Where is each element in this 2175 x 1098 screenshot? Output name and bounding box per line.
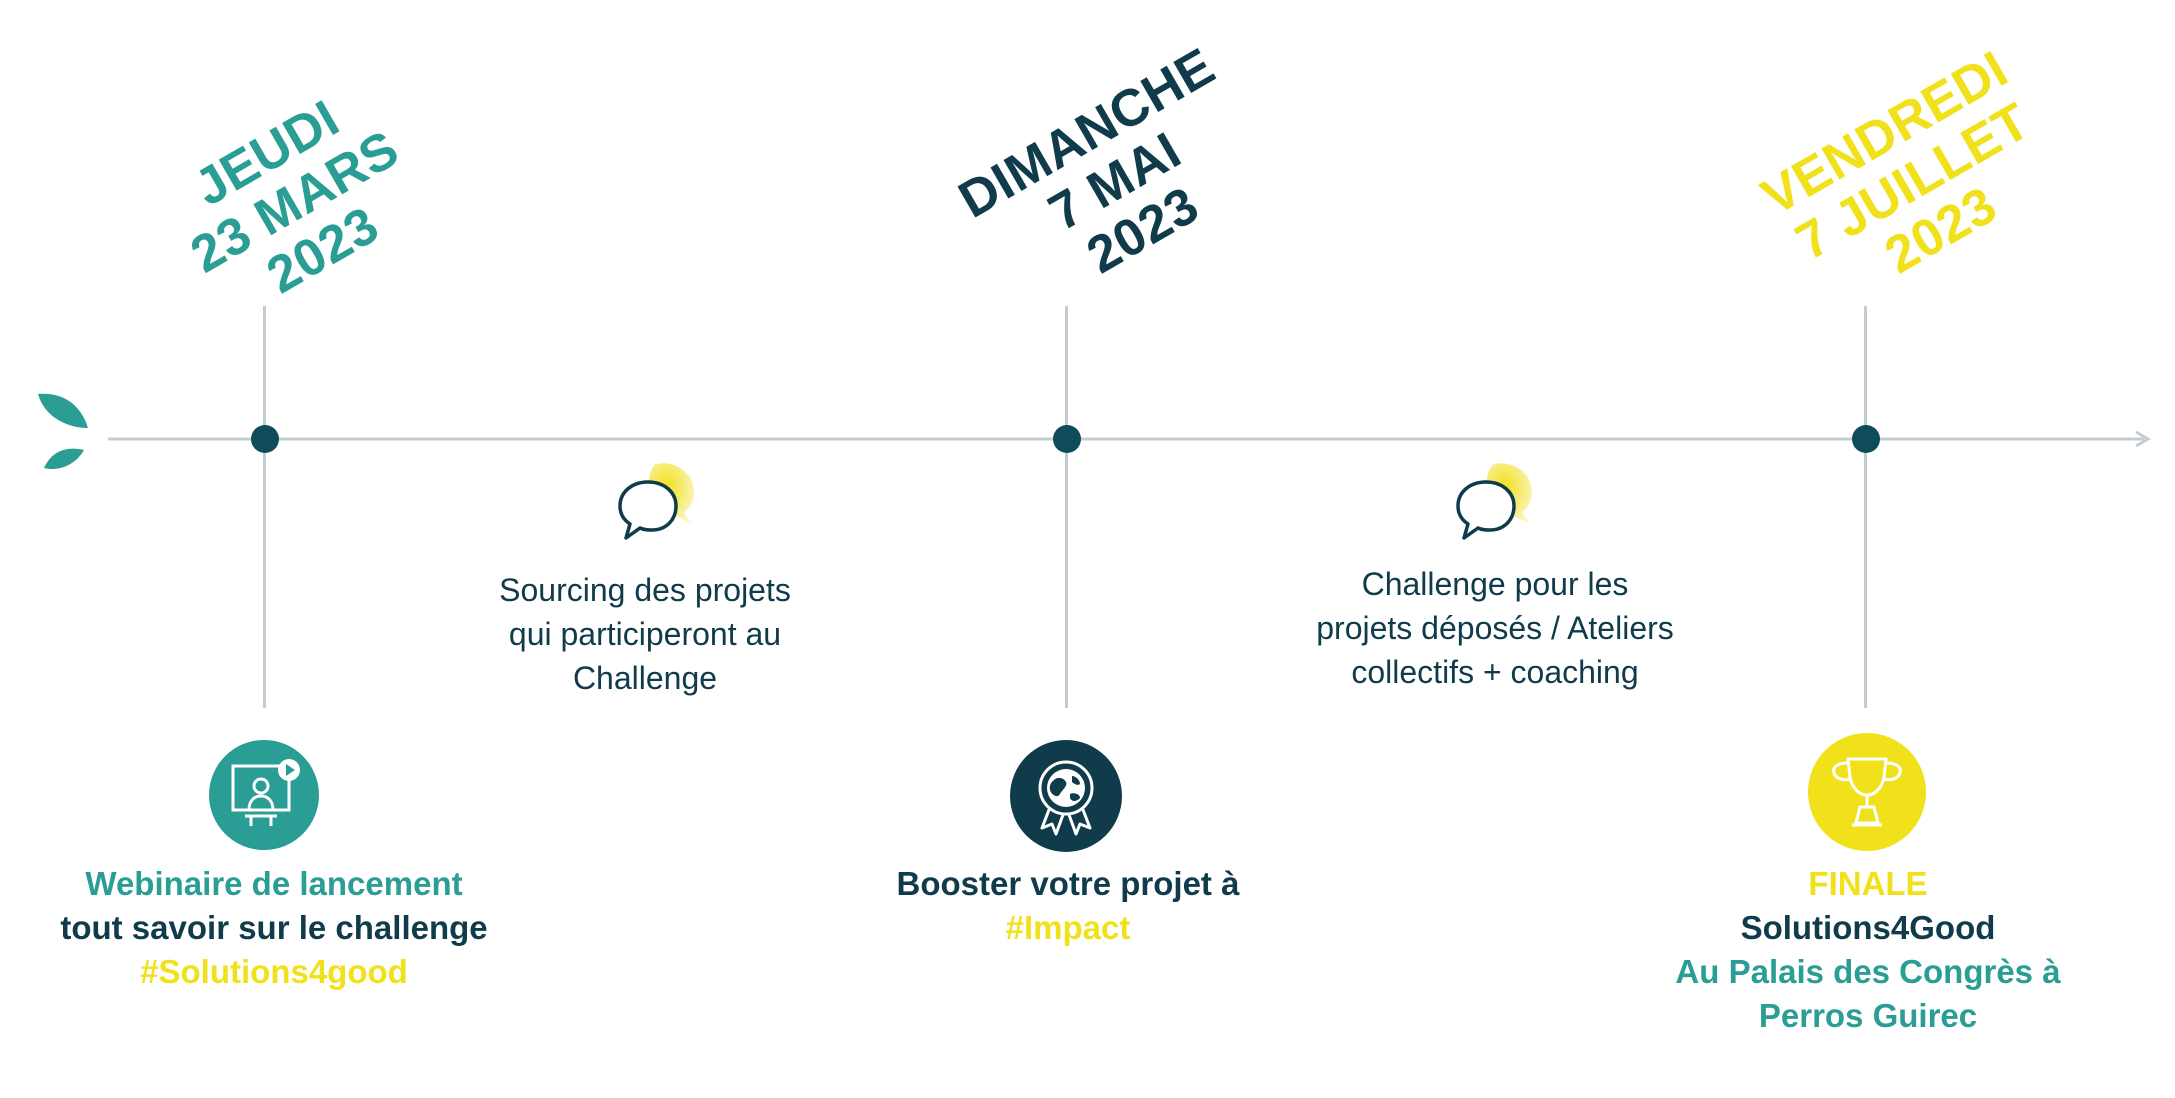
phase-1-line2: qui participeront au bbox=[508, 616, 782, 652]
milestone-3-line2: Solutions4Good bbox=[1740, 909, 1996, 946]
date-2: DIMANCHE 7 MAI 2023 bbox=[943, 34, 1287, 329]
leaf-logo-icon bbox=[38, 393, 88, 470]
milestone-1-title: Webinaire de lancement tout savoir sur l… bbox=[0, 862, 548, 994]
milestone-1-hashtag: #Solutions4good bbox=[140, 953, 408, 990]
milestone-2-hashtag: #Impact bbox=[1005, 909, 1131, 946]
milestone-3-line3: Au Palais des Congrès à bbox=[1675, 953, 2061, 990]
webinar-icon-circle bbox=[209, 740, 319, 850]
milestone-3-line bbox=[1864, 306, 1867, 708]
phase-1-line1: Sourcing des projets bbox=[499, 572, 791, 608]
milestone-2-line1: Booster votre projet à bbox=[896, 865, 1240, 902]
milestone-3-line4: Perros Guirec bbox=[1758, 997, 1978, 1034]
milestone-3-title: FINALE Solutions4Good Au Palais des Cong… bbox=[1638, 862, 2098, 1038]
trophy-icon bbox=[1832, 757, 1902, 827]
phase-1-description: Sourcing des projets qui participeront a… bbox=[450, 568, 840, 700]
trophy-icon-circle bbox=[1808, 733, 1926, 851]
date-3: VENDREDI 7 JUILLET 2023 bbox=[1741, 34, 2085, 329]
milestone-1-line2: tout savoir sur le challenge bbox=[60, 909, 488, 946]
milestone-2-dot bbox=[1053, 425, 1081, 453]
globe-award-icon bbox=[1038, 760, 1094, 836]
milestone-3-line1: FINALE bbox=[1808, 865, 1928, 902]
phase-2-line3: collectifs + coaching bbox=[1351, 654, 1639, 690]
milestone-2-title: Booster votre projet à #Impact bbox=[858, 862, 1278, 950]
milestone-1-dot bbox=[251, 425, 279, 453]
speech-bubble-icon bbox=[618, 463, 694, 540]
phase-2-description: Challenge pour les projets déposés / Ate… bbox=[1280, 562, 1710, 694]
phase-1-line3: Challenge bbox=[572, 660, 718, 696]
timeline-axis bbox=[108, 430, 2151, 448]
speech-bubble-icon bbox=[1456, 463, 1532, 540]
phase-2-line1: Challenge pour les bbox=[1361, 566, 1629, 602]
globe-award-icon-circle bbox=[1010, 740, 1122, 852]
webinar-screen-icon bbox=[231, 759, 300, 826]
milestone-1-line1: Webinaire de lancement bbox=[85, 865, 463, 902]
milestone-2-line bbox=[1065, 306, 1068, 708]
date-1: JEUDI 23 MARS 2023 bbox=[145, 67, 446, 337]
milestone-1-line bbox=[263, 306, 266, 708]
milestone-3-dot bbox=[1852, 425, 1880, 453]
phase-2-line2: projets déposés / Ateliers bbox=[1316, 610, 1674, 646]
